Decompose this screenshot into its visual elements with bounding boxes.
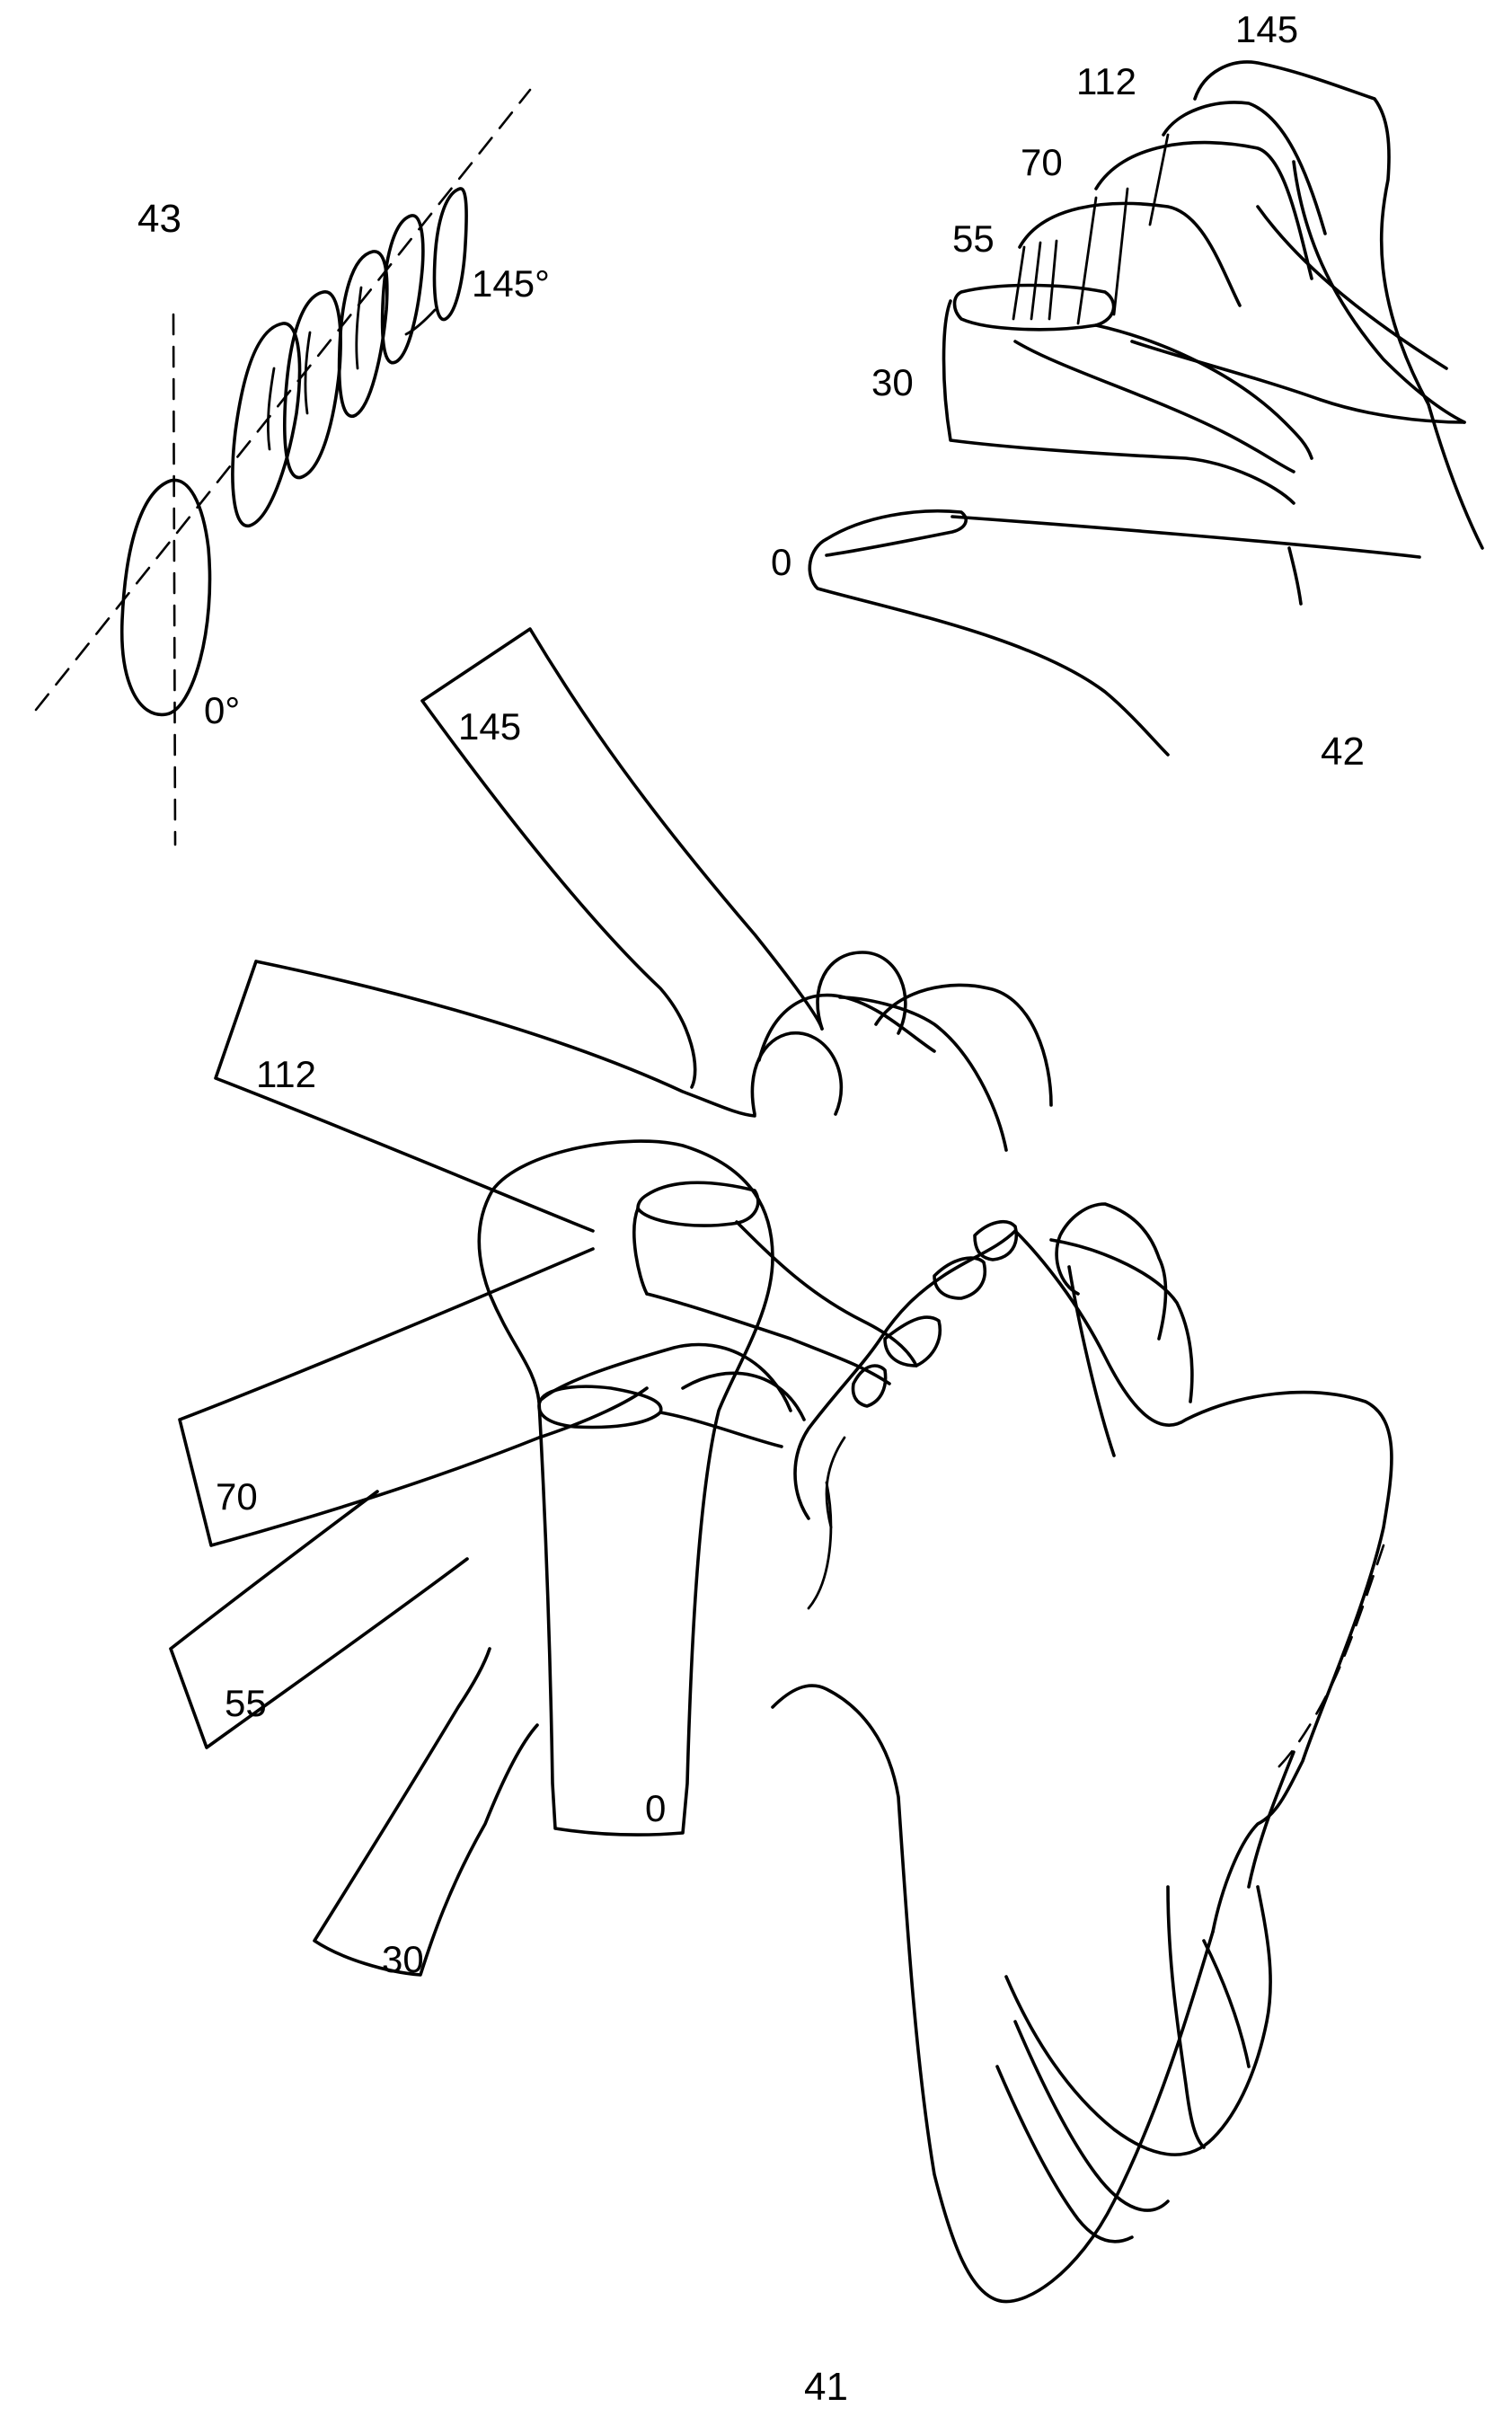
- acromion-profile-112: [1162, 101, 1327, 235]
- figure-43-number: 43: [137, 197, 181, 241]
- acromion-profile-55: [1018, 201, 1242, 307]
- glenoid-outline-145: [432, 187, 468, 322]
- glenoid-outline-30: [231, 322, 302, 527]
- acromion-profile-0: [825, 509, 968, 557]
- figure-43-start-angle: 0°: [204, 689, 241, 731]
- humeral-head-112: [750, 1031, 844, 1116]
- glenoid-outline-55: [283, 290, 342, 480]
- figure-42-label-0: 0: [771, 541, 792, 583]
- figure-42-label-70: 70: [1021, 141, 1063, 183]
- scapula-outline: [1013, 1229, 1393, 1934]
- figure-43-drawing: [34, 88, 532, 846]
- figure-41-label-55: 55: [225, 1682, 267, 1724]
- humerus-band-55: [169, 1490, 469, 1749]
- glenoid-outline-70: [337, 250, 389, 419]
- acromion-profile-145: [1193, 60, 1484, 550]
- figure-41-label-112: 112: [256, 1053, 316, 1095]
- glenoid-outline-112: [380, 214, 425, 365]
- figure-42-drawing: [808, 60, 1484, 757]
- humerus-band-112: [214, 960, 756, 1233]
- figure-43-oblique-axis: [34, 88, 532, 712]
- figure-41-number: 41: [804, 2365, 848, 2409]
- acromion-outer: [838, 996, 1008, 1152]
- humeral-head-55: [681, 1371, 806, 1421]
- humeral-head-70: [537, 1342, 792, 1412]
- scapula-spine: [1049, 1238, 1194, 1403]
- figure-42-label-145: 145: [1235, 8, 1299, 50]
- figure-41-label-145: 145: [458, 705, 522, 748]
- figure-43-vertical-axis: [172, 313, 177, 846]
- figure-43-end-angle: 145°: [472, 262, 550, 305]
- acromion-arch: [874, 983, 1053, 1107]
- glenoid-outline-0: [119, 478, 212, 717]
- humerus-band-30: [313, 1647, 539, 1977]
- acromion-shelf: [636, 1181, 760, 1227]
- humerus-band-70: [178, 1247, 649, 1547]
- figure-42-label-30: 30: [871, 361, 914, 403]
- figure-41-label-0: 0: [645, 1787, 667, 1829]
- figure-42-label-55: 55: [952, 217, 995, 260]
- figure-42-label-112: 112: [1076, 60, 1136, 102]
- figure-41-label-70: 70: [216, 1475, 258, 1518]
- humerus-shaft-0: [477, 1139, 774, 1837]
- acromion-profile-70: [1094, 140, 1313, 280]
- clavicle-ring: [632, 1207, 649, 1296]
- figure-41-drawing: [169, 627, 1393, 2304]
- figure-42-number: 42: [1321, 730, 1365, 774]
- figure-41-label-30: 30: [382, 1938, 424, 1980]
- acromion-top: [757, 993, 936, 1062]
- glenoid-chain: [793, 1229, 1017, 1520]
